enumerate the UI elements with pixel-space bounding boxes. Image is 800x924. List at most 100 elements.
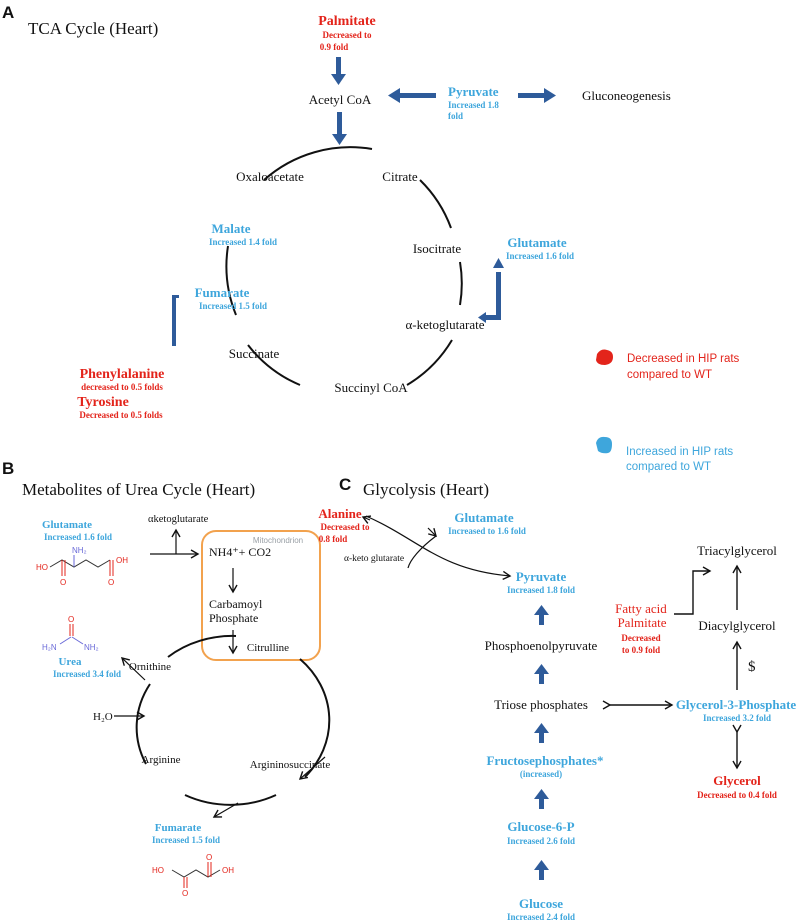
b-fumarate-change: Increased 1.5 fold [152,835,220,845]
fumarate-o2: O [206,853,212,862]
urea-structure [59,624,84,645]
b-glutamate-label: Glutamate [42,519,92,531]
pyruvate-to-gluconeogenesis-arrow [518,88,556,103]
pep-to-pyruvate-arrow [534,605,549,625]
urea-cycle-ring [135,634,331,806]
c-pyruvate-change: Increased 1.8 fold [507,585,575,595]
fumarate-oh: OH [222,866,234,875]
c-glutamate-label: Glutamate [454,510,513,525]
pyruvate-change-fold: fold [448,111,463,121]
legend-decreased-line2: compared to WT [627,369,712,381]
b-alpha-ketoglutarate-label: αketoglutarate [148,514,209,525]
isocitrate-label: Isocitrate [413,241,462,256]
argininosuccinate-label: Argininosuccinate [250,759,331,771]
b-glutamate-change: Increased 1.6 fold [44,532,112,542]
mitochondrion-label: Mitochondrion [253,536,303,545]
fatty-acid-to-tag-arrow [674,566,712,615]
succinate-label: Succinate [229,346,280,361]
dollar-sign: $ [748,659,756,675]
fructose-to-triose-arrow [534,723,549,743]
fumarate-label: Fumarate [195,285,250,300]
urea-h2n: H₂N [42,643,57,652]
glutamate-oh: OH [116,556,128,565]
legend: Decreased in HIP rats compared to WT Inc… [596,349,740,473]
tyrosine-label: Tyrosine [77,395,129,410]
alanine-label: Alanine [318,506,362,521]
water-label: H₂O [93,711,113,723]
alanine-change-fold: 0.8 fold [319,534,348,544]
alpha-ketoglutarate-label: α-ketoglutarate [406,317,485,332]
palmitate-label: Palmitate [318,14,376,29]
glutamate-ho: HO [36,563,48,572]
c-glutamate-change: Increased to 1.6 fold [448,526,526,536]
citrate-label: Citrate [382,169,418,184]
g6p-change: Increased 2.6 fold [507,836,575,846]
fumarate-change: Increased 1.5 fold [199,301,267,311]
glycerol-label: Glycerol [713,773,761,788]
acetyl-coa-label: Acetyl CoA [309,92,372,107]
arginine-label: Arginine [142,754,181,766]
malate-label: Malate [212,221,251,236]
b-fumarate-label: Fumarate [155,822,202,834]
c-palmitate-change: Decreased [621,633,660,643]
mitochondrion-box [201,530,321,661]
pyruvate-label: Pyruvate [448,84,499,99]
ornithine-to-urea-arrow [120,657,146,681]
urea-cycle-side-arrow [298,756,326,780]
glucose-label: Glucose [519,896,563,911]
pep-label: Phosphoenolpyruvate [485,638,598,653]
palmitate-change-fold: 0.9 fold [320,42,349,52]
palmitate-to-acetyl-arrow [331,57,346,85]
pyruvate-change: Increased 1.8 [448,100,499,110]
phenylalanine-bracket [172,295,179,346]
to-fumarate-arrow [212,802,239,818]
legend-decreased-line1: Decreased in HIP rats [627,353,740,365]
urea-o: O [68,615,74,624]
glutamate-akg-arrow [478,258,504,323]
alanine-glutamate-arrows [361,515,512,581]
fumarate-o1: O [182,889,188,898]
oxaloacetate-label: Oxaloacetate [236,169,304,184]
fumarate-structure [171,862,221,888]
glutamate-label: Glutamate [507,235,566,250]
citrulline-label: Citrulline [247,642,289,654]
c-alpha-ketoglutarate-label: α-keto glutarate [344,554,404,564]
panel-c-title: Glycolysis (Heart) [363,480,489,499]
panel-c-letter: C [339,475,351,494]
g6p-label: Glucose-6-P [507,819,574,834]
urea-change: Increased 3.4 fold [53,669,121,679]
fructose-label: Fructosephosphates* [486,753,603,768]
panel-c: C Glycolysis (Heart) Alanine Decreased t… [318,475,796,922]
succinyl-coa-label: Succinyl CoA [334,380,408,395]
legend-increased-line2: compared to WT [626,461,711,473]
glutamate-to-nh4-arrow [150,528,200,559]
glucose-change: Increased 2.4 fold [507,912,575,922]
g6p-to-fructose-arrow [534,789,549,809]
phenylalanine-change: decreased to 0.5 folds [81,382,163,392]
nh4-co2-label: NH4⁺+ CO2 [209,545,271,559]
fructose-change: (increased) [520,769,562,779]
panel-b: B Metabolites of Urea Cycle (Heart) Glut… [2,459,330,898]
triacylglycerol-label: Triacylglycerol [697,543,777,558]
glycerol-change: Decreased to 0.4 fold [697,790,777,800]
legend-increased-line1: Increased in HIP rats [626,446,733,458]
panel-a-letter: A [2,3,14,22]
fumarate-ho: HO [152,866,164,875]
acetyl-to-cycle-arrow [332,112,347,145]
panel-b-letter: B [2,459,14,478]
legend-blue-swatch [596,436,612,454]
pyruvate-to-acetyl-arrow [388,88,436,103]
carbamoyl-label-2: Phosphate [209,611,258,625]
glutamate-structure [49,555,114,576]
glutamate-o1: O [60,578,66,587]
urea-nh2: NH₂ [84,643,99,652]
tca-cycle-ring [225,146,463,386]
alanine-change: Decreased to [320,522,370,532]
glutamate-o2: O [108,578,114,587]
malate-change: Increased 1.4 fold [209,237,277,247]
glutamate-change: Increased 1.6 fold [506,251,574,261]
panel-b-title: Metabolites of Urea Cycle (Heart) [22,480,255,499]
c-pyruvate-label: Pyruvate [516,569,567,584]
phenylalanine-label: Phenylalanine [80,367,165,382]
